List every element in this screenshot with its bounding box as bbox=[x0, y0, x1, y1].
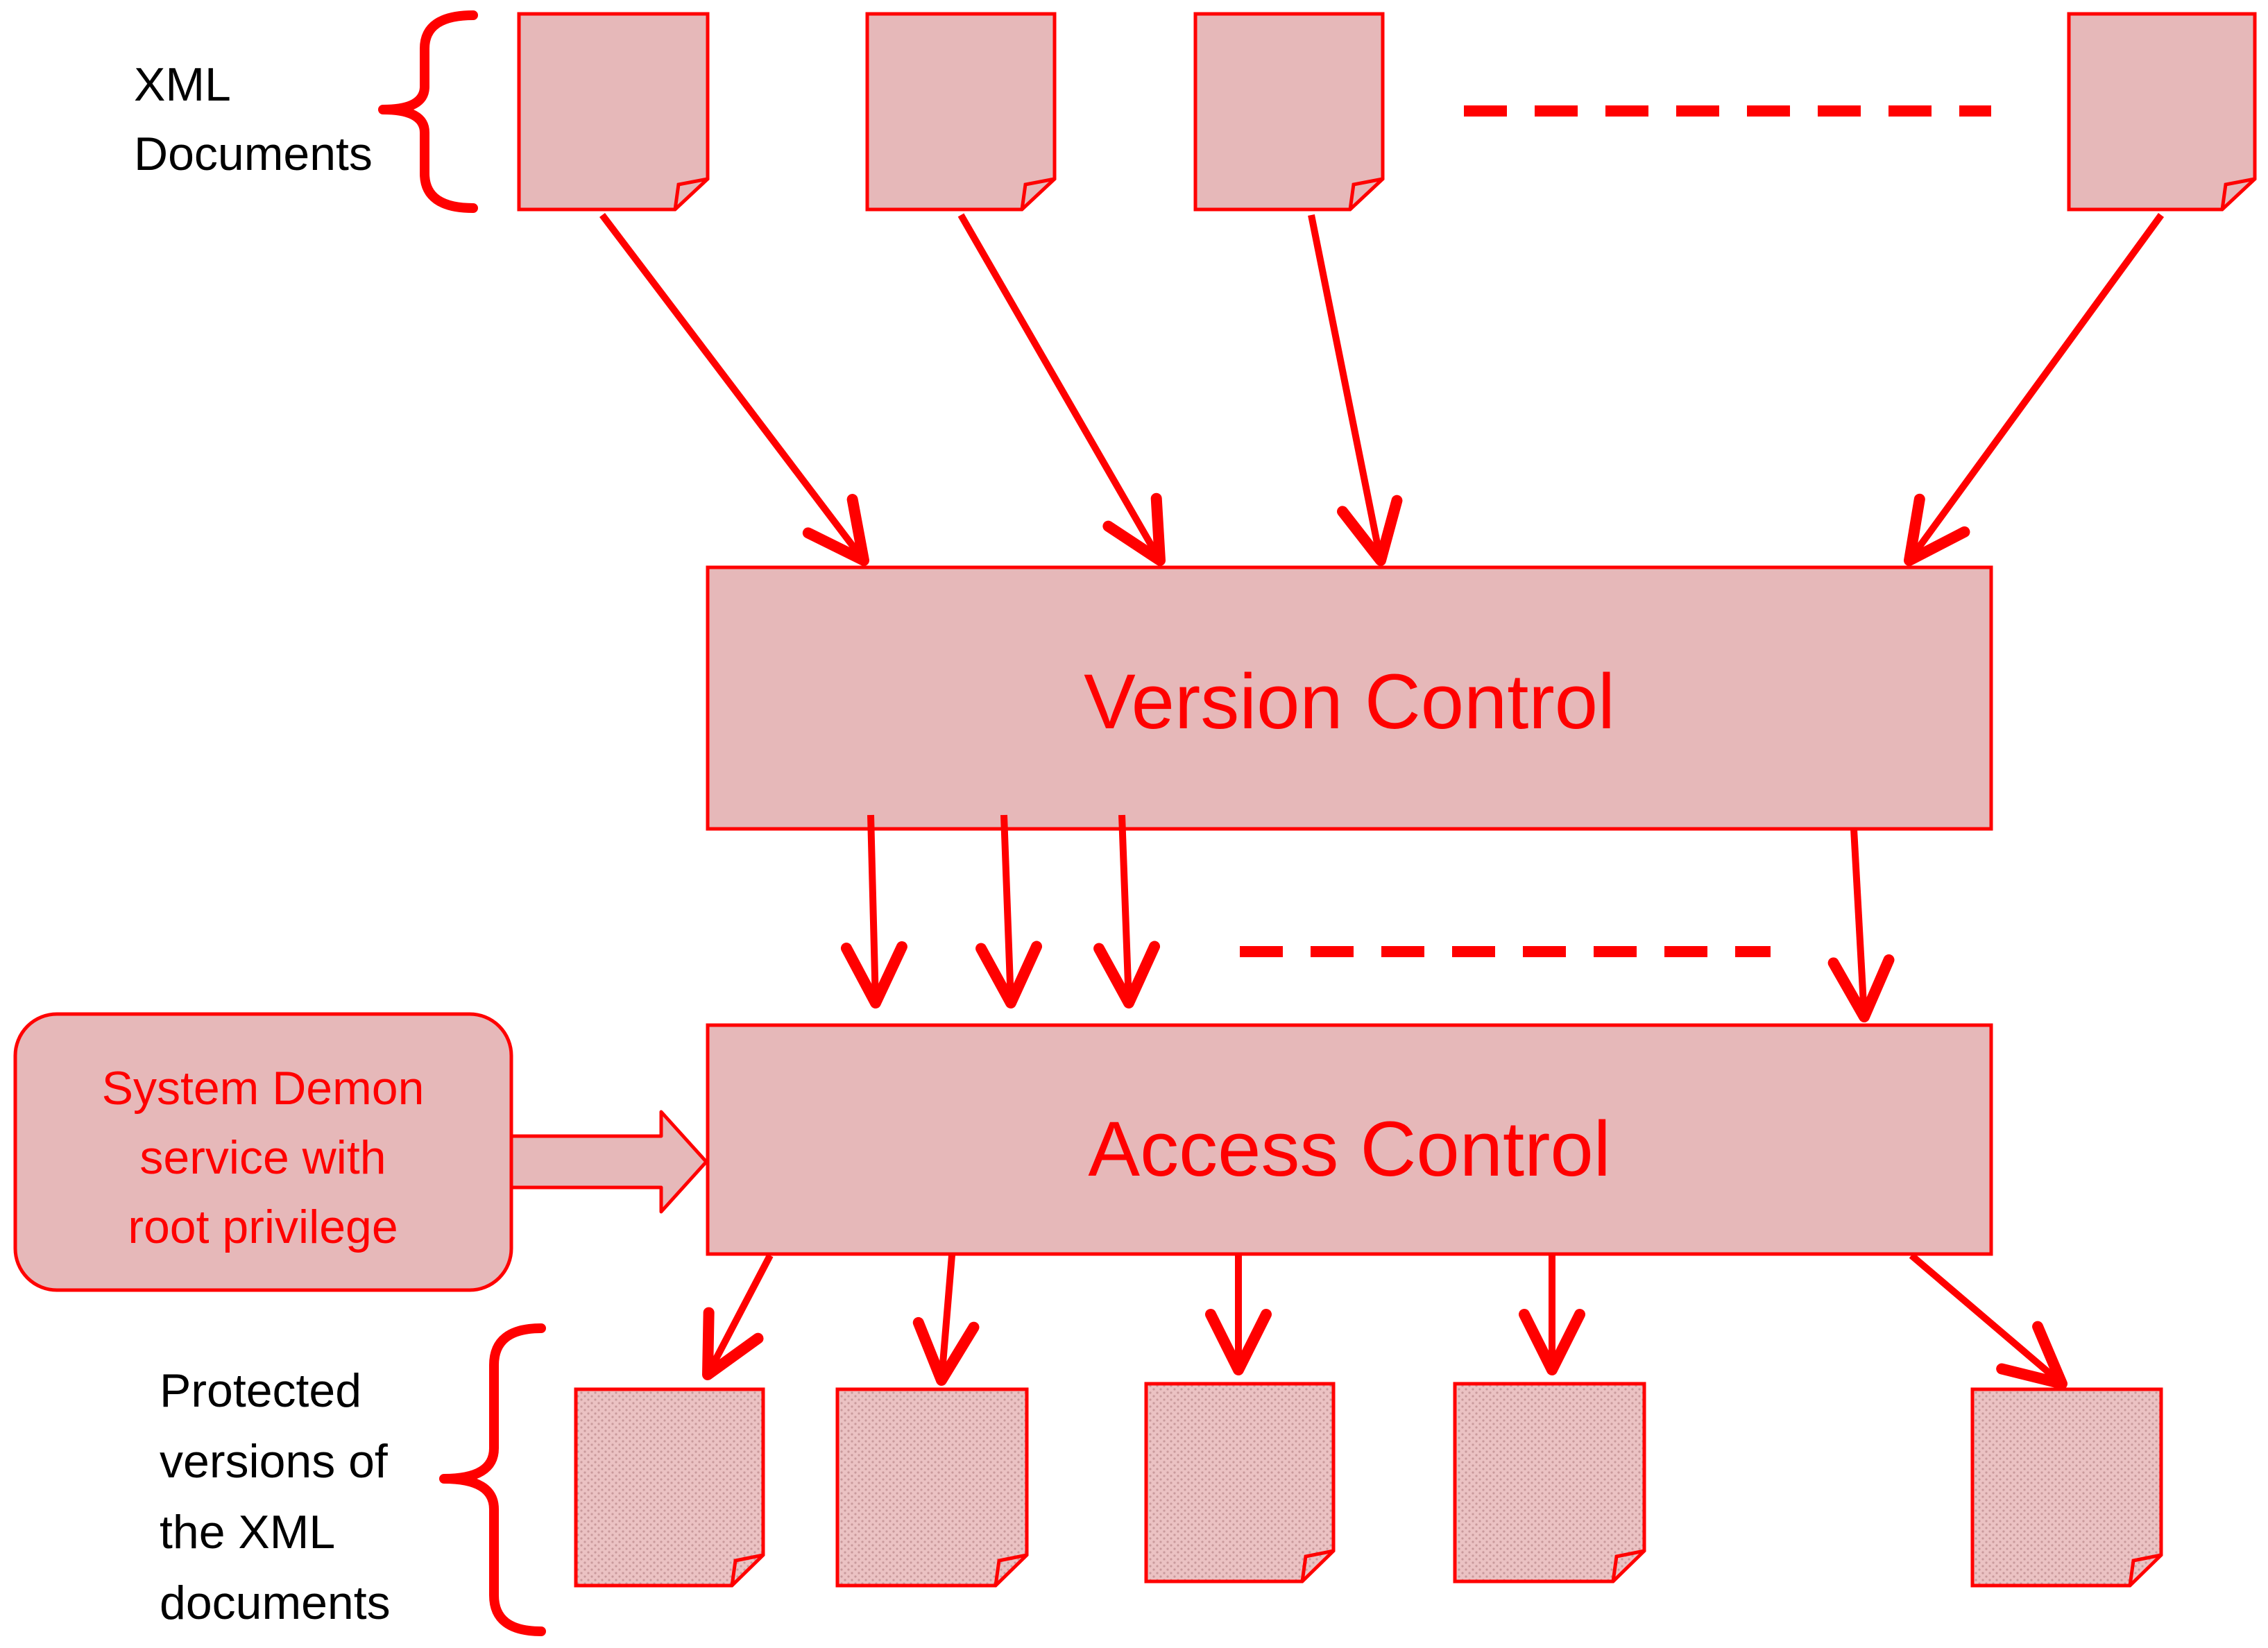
document-icon bbox=[2067, 12, 2257, 212]
arrow bbox=[599, 212, 869, 566]
protected-documents-label: Protected versions of the XML documents bbox=[160, 1364, 391, 1629]
protected-document-icon bbox=[835, 1387, 1029, 1588]
protected-document-icon bbox=[1144, 1382, 1336, 1583]
arrows-to-access-control bbox=[840, 814, 1895, 1022]
protected-label-line-1: Protected bbox=[160, 1364, 361, 1417]
arrow bbox=[1909, 1253, 2067, 1389]
arrows-to-protected-documents bbox=[702, 1253, 2067, 1389]
version-control-box: Version Control bbox=[706, 565, 1993, 831]
arrow bbox=[840, 814, 907, 1008]
daemon-label-line-1: System Demon bbox=[102, 1062, 425, 1115]
xml-documents-label: XML Documents bbox=[134, 58, 373, 180]
access-control-box: Access Control bbox=[706, 1023, 1993, 1256]
arrow bbox=[1093, 814, 1161, 1008]
arrow bbox=[912, 1255, 980, 1386]
brace-icon bbox=[439, 1323, 546, 1636]
xml-documents-label-line-2: Documents bbox=[134, 128, 373, 180]
protected-label-line-4: documents bbox=[160, 1577, 391, 1629]
system-daemon-box: System Demon service with root privilege bbox=[13, 1012, 513, 1292]
document-icon bbox=[865, 12, 1057, 212]
arrow bbox=[975, 814, 1043, 1008]
protected-document-icon bbox=[574, 1387, 765, 1588]
arrow bbox=[702, 1253, 774, 1380]
xml-documents-label-line-1: XML bbox=[134, 58, 231, 111]
brace-icon bbox=[378, 10, 478, 213]
arrows-to-version-control bbox=[599, 212, 2165, 566]
document-icon bbox=[517, 12, 710, 212]
access-control-label: Access Control bbox=[1088, 1106, 1610, 1192]
arrow bbox=[957, 213, 1166, 566]
block-arrow-icon bbox=[509, 1110, 708, 1214]
protected-document-icon bbox=[1970, 1387, 2163, 1588]
protected-label-line-3: the XML bbox=[160, 1506, 335, 1559]
arrow bbox=[1827, 828, 1895, 1022]
daemon-label-line-3: root privilege bbox=[128, 1201, 398, 1253]
document-icon bbox=[1193, 12, 1385, 212]
protected-label-line-2: versions of bbox=[160, 1435, 388, 1488]
daemon-label-line-2: service with bbox=[139, 1131, 386, 1184]
version-control-label: Version Control bbox=[1084, 658, 1615, 745]
arrow bbox=[1308, 214, 1403, 566]
arrow bbox=[1904, 213, 2165, 566]
protected-document-icon bbox=[1453, 1382, 1646, 1583]
